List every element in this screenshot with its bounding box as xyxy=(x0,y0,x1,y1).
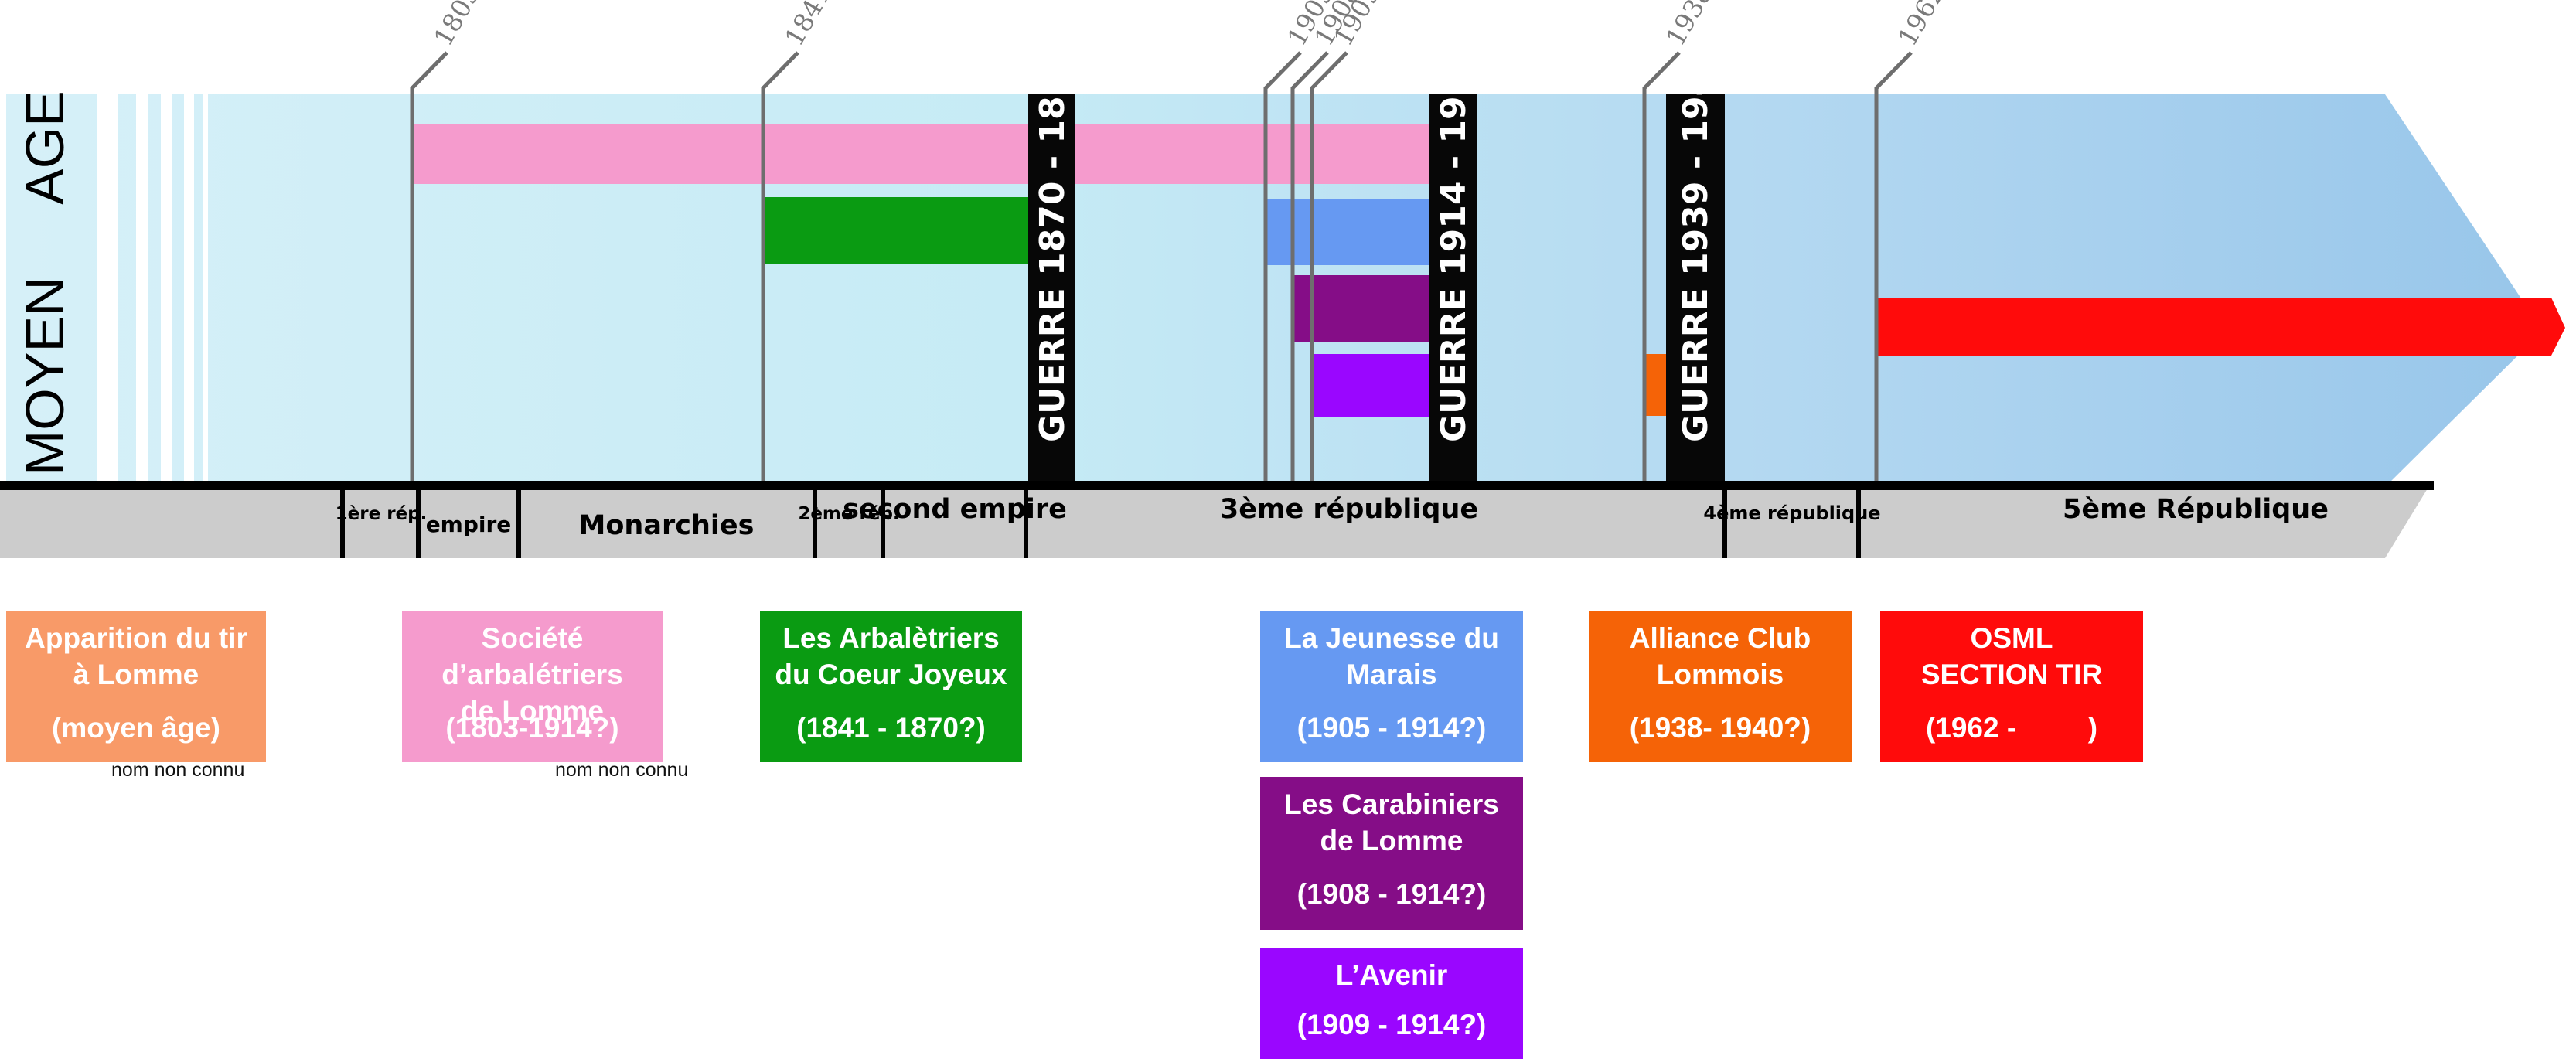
card-carabiniers: Les Carabiniers de Lomme (1908 - 1914?) xyxy=(1260,777,1523,930)
card-title-line: L’Avenir xyxy=(1335,959,1448,991)
card-dates: (1938- 1940?) xyxy=(1629,712,1811,744)
card-title-line: Apparition du tir xyxy=(25,622,247,654)
card-title-line: SECTION TIR xyxy=(1920,659,2103,690)
card-title-line: à Lomme xyxy=(73,659,199,690)
period-label: 2ème rép. xyxy=(798,504,899,524)
period-bar-top-line xyxy=(0,481,2434,490)
card-title-line: Société d’arbalétriers xyxy=(441,622,623,690)
age-label: AGE xyxy=(15,90,75,205)
war-column-1939 xyxy=(1666,94,1725,487)
card-dates: (1908 - 1914?) xyxy=(1297,878,1487,910)
timeline-band xyxy=(6,94,2540,487)
card-title-line: La Jeunesse du xyxy=(1284,622,1499,654)
card-title-line: de Lomme xyxy=(1320,825,1463,856)
bar-avenir xyxy=(1313,354,1437,417)
bar-osml xyxy=(1877,298,2565,356)
card-jeunesse-marais: La Jeunesse du Marais (1905 - 1914?) xyxy=(1260,611,1523,762)
period-label: empire xyxy=(426,512,512,537)
band-stripe xyxy=(97,94,118,487)
card-title-line: Les Carabiniers xyxy=(1284,788,1499,820)
period-label: Monarchies xyxy=(579,510,755,541)
card-avenir: L’Avenir (1909 - 1914?) xyxy=(1260,948,1523,1059)
moyen-label: MOYEN xyxy=(15,277,75,475)
card-dates: (1962 - ) xyxy=(1925,712,2098,744)
bar-arbaletriers-coeur-joyeux xyxy=(764,197,1042,264)
period-label: 3ème république xyxy=(1220,494,1478,525)
card-dates: (1909 - 1914?) xyxy=(1297,1009,1487,1040)
year-label: 1841 xyxy=(779,0,837,51)
year-markers xyxy=(410,51,1913,487)
war-label: GUERRE 1870 - 1871 xyxy=(1033,49,1072,442)
card-dates: (1905 - 1914?) xyxy=(1297,712,1487,744)
card-title-line: OSML xyxy=(1970,622,2053,654)
year-label: 1938 xyxy=(1660,0,1719,51)
card-dates: (1841 - 1870?) xyxy=(796,712,986,744)
card-title-line: de Lomme xyxy=(460,695,605,727)
period-label: 1ère rép. xyxy=(336,504,428,524)
card-dates: (1803-1914?) xyxy=(445,712,619,744)
card-arbaletriers-coeur-joyeux: Les Arbalètriers du Coeur Joyeux (1841 - … xyxy=(760,611,1022,762)
card-dates: (moyen âge) xyxy=(52,712,220,744)
period-bar xyxy=(0,489,2428,558)
card-osml: OSML SECTION TIR (1962 - ) xyxy=(1880,611,2143,762)
bar-carabiniers xyxy=(1293,275,1437,342)
footnote-nom-non-connu: nom non connu xyxy=(555,759,689,781)
year-label: 1803 xyxy=(428,0,486,51)
card-title-line: Lommois xyxy=(1656,659,1784,690)
card-title-line: Alliance Club xyxy=(1629,622,1811,654)
card-title-line: Les Arbalètriers xyxy=(782,622,1000,654)
card-apparition-tir: Apparition du tir à Lomme (moyen âge) xyxy=(6,611,266,762)
band-stripe xyxy=(203,94,208,487)
period-dividers xyxy=(340,485,1861,558)
card-societe-arbaletriers: Société d’arbalétriers de Lomme (1803-191… xyxy=(402,611,663,762)
period-label: second empire xyxy=(843,494,1067,525)
war-column-1870 xyxy=(1028,94,1075,487)
band-stripe xyxy=(184,94,194,487)
period-label: 4ème république xyxy=(1703,502,1880,524)
period-label: 5ème République xyxy=(2063,494,2329,525)
band-stripe xyxy=(161,94,172,487)
band-stripe xyxy=(136,94,148,487)
war-column-1914 xyxy=(1429,94,1477,487)
war-label: GUERRE 1914 - 1918 xyxy=(1434,49,1474,442)
card-title-line: du Coeur Joyeux xyxy=(775,659,1007,690)
bar-societe-arbaletriers xyxy=(414,124,1436,184)
footnote-nom-non-connu: nom non connu xyxy=(111,759,245,781)
card-title-line: Marais xyxy=(1346,659,1437,690)
war-label: GUERRE 1939 - 1945 xyxy=(1676,49,1716,442)
year-label: 1962 xyxy=(1892,0,1951,51)
